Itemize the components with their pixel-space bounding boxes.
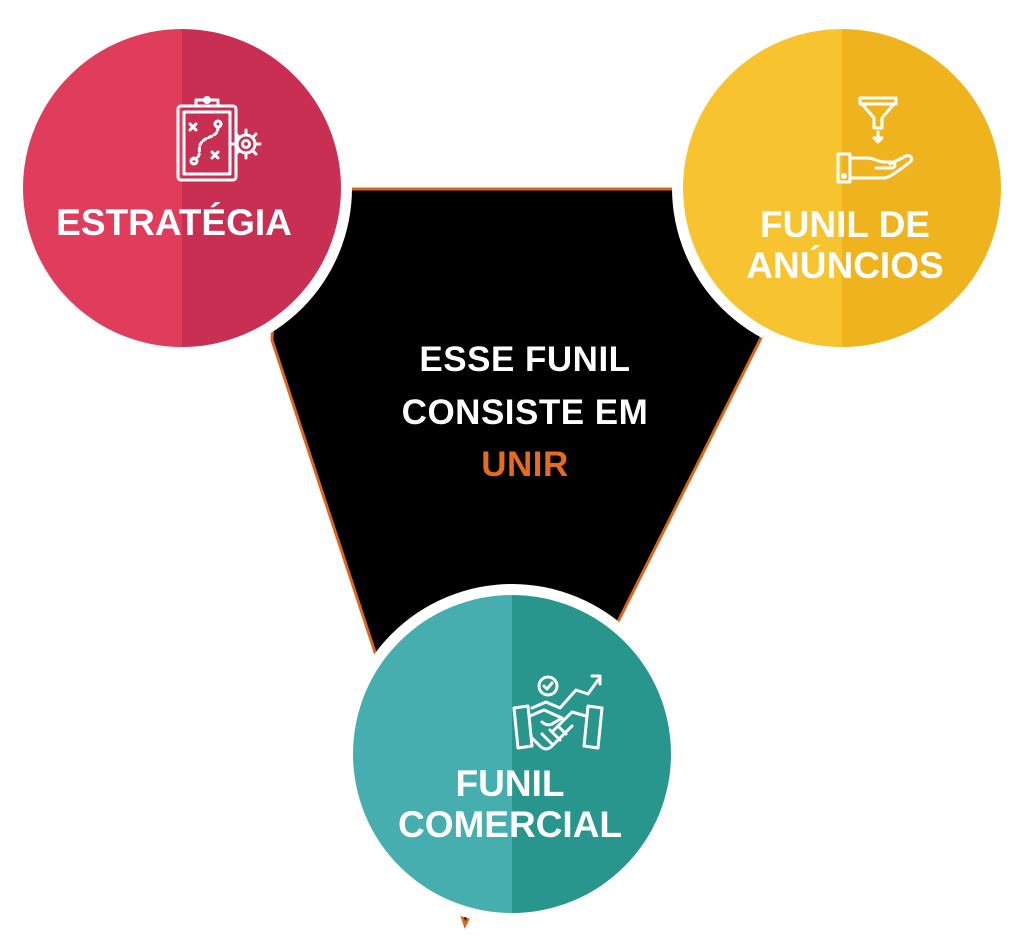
ads-funnel-circle <box>672 18 1012 358</box>
central-message-line-1: ESSE FUNIL <box>419 340 631 379</box>
strategy-label-text: ESTRATÉGIA <box>56 202 292 243</box>
ads-funnel-label-line-2: ANÚNCIOS <box>746 245 944 287</box>
funnel-hand-icon <box>836 96 914 184</box>
ads-funnel-label: FUNIL DE ANÚNCIOS <box>700 204 990 287</box>
central-message-line-2: CONSISTE EM <box>401 392 649 432</box>
strategy-circle <box>12 18 352 358</box>
handshake-growth-icon <box>512 674 604 751</box>
commercial-funnel-label: FUNIL COMERCIAL <box>360 763 660 846</box>
ads-funnel-label-line-1: FUNIL DE <box>760 204 930 245</box>
commercial-funnel-circle <box>342 584 682 924</box>
strategy-label: ESTRATÉGIA <box>24 202 324 243</box>
strategy-clipboard-gear-icon <box>176 96 262 182</box>
commercial-funnel-label-line-1: FUNIL <box>455 763 565 804</box>
commercial-funnel-label-line-2: COMERCIAL <box>397 804 623 846</box>
central-message: ESSE FUNIL CONSISTE EM UNIR <box>340 334 710 492</box>
central-message-highlight: UNIR <box>481 445 569 484</box>
